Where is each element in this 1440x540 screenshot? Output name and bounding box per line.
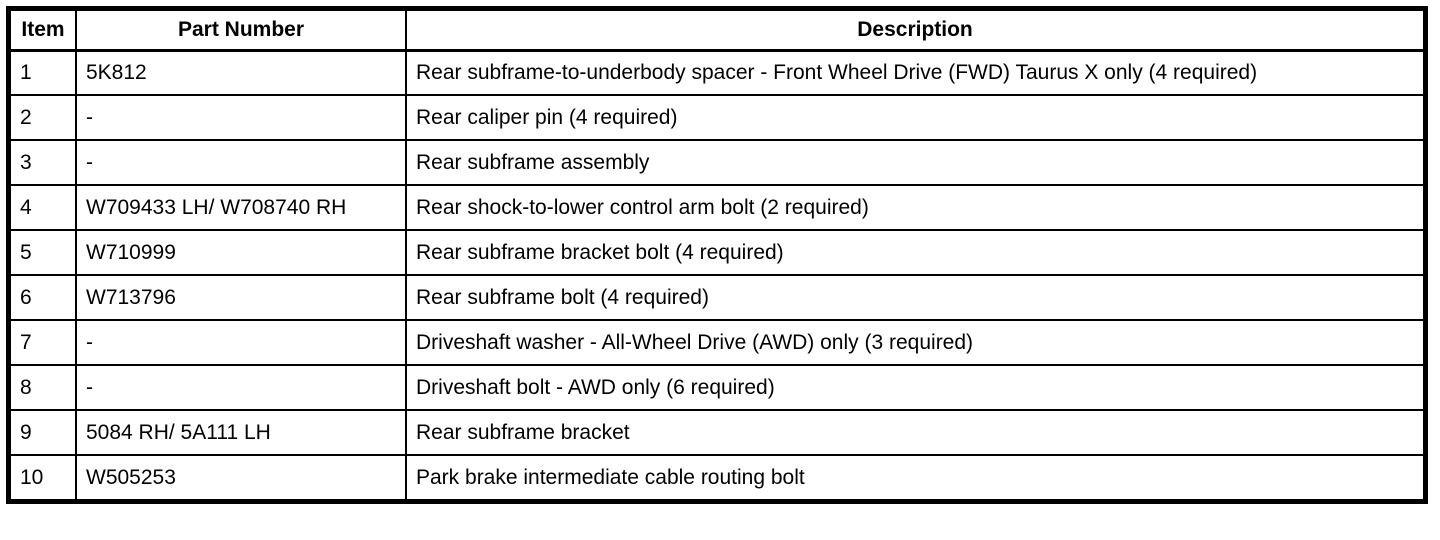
cell-description: Rear subframe assembly (405, 139, 1425, 186)
column-header-part-number: Part Number (75, 9, 407, 52)
cell-item: 3 (9, 139, 77, 186)
table-row: 9 5084 RH/ 5A111 LH Rear subframe bracke… (9, 409, 1425, 456)
cell-item: 6 (9, 274, 77, 321)
cell-item: 7 (9, 319, 77, 366)
cell-description: Rear subframe bolt (4 required) (405, 274, 1425, 321)
cell-part-number: 5K812 (75, 49, 407, 96)
cell-item: 5 (9, 229, 77, 276)
table-row: 10 W505253 Park brake intermediate cable… (9, 454, 1425, 501)
cell-description: Driveshaft washer - All-Wheel Drive (AWD… (405, 319, 1425, 366)
parts-table: Item Part Number Description 1 5K812 Rea… (9, 9, 1425, 501)
cell-part-number: W709433 LH/ W708740 RH (75, 184, 407, 231)
cell-part-number: W505253 (75, 454, 407, 501)
cell-part-number: - (75, 139, 407, 186)
cell-item: 10 (9, 454, 77, 501)
cell-item: 9 (9, 409, 77, 456)
cell-item: 4 (9, 184, 77, 231)
parts-table-container: Item Part Number Description 1 5K812 Rea… (6, 6, 1428, 504)
table-row: 7 - Driveshaft washer - All-Wheel Drive … (9, 319, 1425, 366)
cell-description: Rear shock-to-lower control arm bolt (2 … (405, 184, 1425, 231)
cell-item: 2 (9, 94, 77, 141)
cell-part-number: - (75, 319, 407, 366)
cell-part-number: W710999 (75, 229, 407, 276)
table-row: 8 - Driveshaft bolt - AWD only (6 requir… (9, 364, 1425, 411)
cell-description: Rear caliper pin (4 required) (405, 94, 1425, 141)
table-row: 6 W713796 Rear subframe bolt (4 required… (9, 274, 1425, 321)
cell-part-number: 5084 RH/ 5A111 LH (75, 409, 407, 456)
cell-description: Rear subframe-to-underbody spacer - Fron… (405, 49, 1425, 96)
cell-item: 1 (9, 49, 77, 96)
cell-description: Driveshaft bolt - AWD only (6 required) (405, 364, 1425, 411)
cell-part-number: W713796 (75, 274, 407, 321)
cell-part-number: - (75, 94, 407, 141)
table-row: 3 - Rear subframe assembly (9, 139, 1425, 186)
column-header-item: Item (9, 9, 77, 52)
table-row: 4 W709433 LH/ W708740 RH Rear shock-to-l… (9, 184, 1425, 231)
cell-description: Rear subframe bracket (405, 409, 1425, 456)
cell-description: Park brake intermediate cable routing bo… (405, 454, 1425, 501)
cell-description: Rear subframe bracket bolt (4 required) (405, 229, 1425, 276)
cell-part-number: - (75, 364, 407, 411)
column-header-description: Description (405, 9, 1425, 52)
table-header-row: Item Part Number Description (9, 9, 1425, 52)
cell-item: 8 (9, 364, 77, 411)
table-row: 2 - Rear caliper pin (4 required) (9, 94, 1425, 141)
table-row: 1 5K812 Rear subframe-to-underbody space… (9, 49, 1425, 96)
table-row: 5 W710999 Rear subframe bracket bolt (4 … (9, 229, 1425, 276)
